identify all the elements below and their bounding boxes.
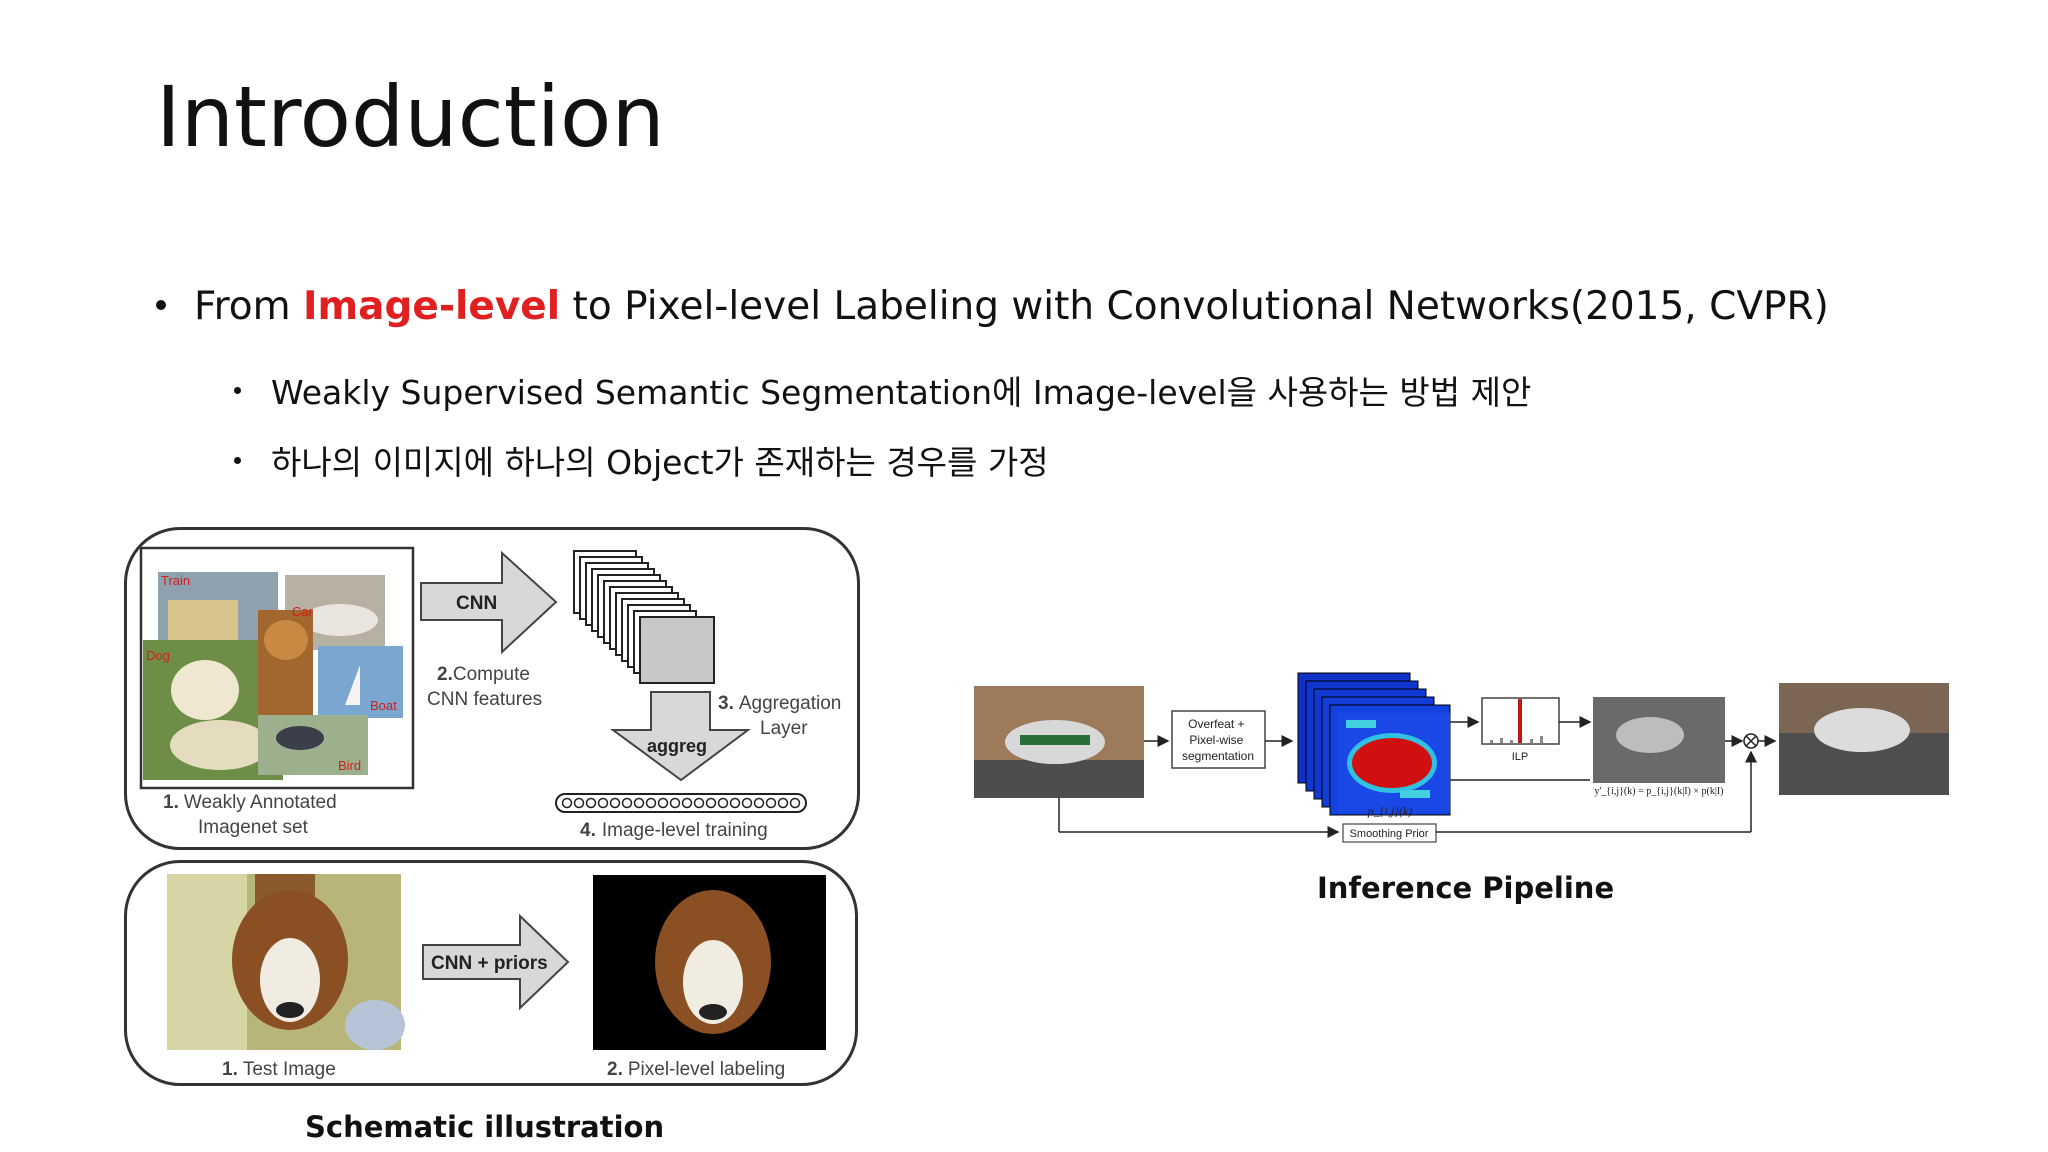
sub-bullet-dot [234, 457, 241, 464]
step2-label-2: CNN features [427, 689, 542, 710]
cnn-priors-label: CNN + priors [431, 953, 548, 974]
smoothing-prior-label: Smoothing Prior [1350, 828, 1429, 840]
tag-boat: Boat [370, 698, 397, 713]
step1-label-2: Imagenet set [198, 817, 309, 838]
sub-bullet-dot [234, 387, 241, 394]
bullet-highlight: Image-level [303, 284, 561, 329]
tag-car: Car [292, 604, 314, 619]
test-image-label: 1.Test Image [222, 1059, 336, 1080]
step1-label: 1.Weakly Annotated [163, 792, 337, 813]
main-bullet: From Image-level to Pixel-level Labeling… [156, 284, 1829, 329]
formula-label: y'_{i,j}(k) = p_{i,j}(k|I) × p(k|I) [1594, 786, 1723, 797]
tag-train: Train [161, 573, 190, 588]
smoothing-prior-box [1342, 823, 1437, 843]
step2-label: 2.Compute [437, 664, 530, 685]
bullet-dot [156, 299, 166, 310]
pij-label: p_{i,j}(k) [1367, 804, 1413, 818]
aggregation-arrow [609, 691, 752, 782]
image-level-vector [555, 793, 807, 813]
step3-label-2: Layer [760, 718, 808, 739]
bullet-suffix: to Pixel-level Labeling with Convolution… [560, 284, 1829, 329]
heatmap-stack [1297, 672, 1451, 816]
feature-map-stack [573, 550, 715, 684]
ilp-bar [1518, 699, 1522, 743]
aggreg-label: aggreg [647, 736, 707, 756]
sub-bullet-2: 하나의 이미지에 하나의 Object가 존재하는 경우를 가정 [234, 436, 1049, 484]
sub-bullet-text: 하나의 이미지에 하나의 Object가 존재하는 경우를 가정 [271, 443, 1049, 482]
sub-bullet-1: Weakly Supervised Semantic Segmentation에… [234, 366, 1531, 414]
ilp-label: ILP [1512, 751, 1529, 763]
pixel-labeling-label: 2.Pixel-level labeling [607, 1059, 785, 1080]
step3-label: 3.Aggregation [718, 693, 841, 714]
cnn-arrow [420, 550, 558, 655]
sub-bullet-text: Weakly Supervised Semantic Segmentation에… [271, 373, 1532, 412]
cnn-priors-arrow [422, 913, 570, 1011]
tag-dog: Dog [146, 648, 170, 663]
schematic-caption: Schematic illustration [305, 1110, 665, 1144]
bullet-prefix: From [194, 284, 304, 329]
boat-photo [318, 646, 403, 718]
overfeat-box [1171, 710, 1266, 769]
step4-label: 4.Image-level training [580, 820, 768, 841]
pipeline-caption: Inference Pipeline [1317, 871, 1615, 905]
tag-bird: Bird [338, 758, 361, 773]
overfeat-label: Overfeat + Pixel-wise segmentation [1182, 717, 1254, 763]
slide-title: Introduction [156, 68, 665, 166]
vector-cells [561, 797, 801, 809]
cnn-label: CNN [456, 593, 497, 614]
